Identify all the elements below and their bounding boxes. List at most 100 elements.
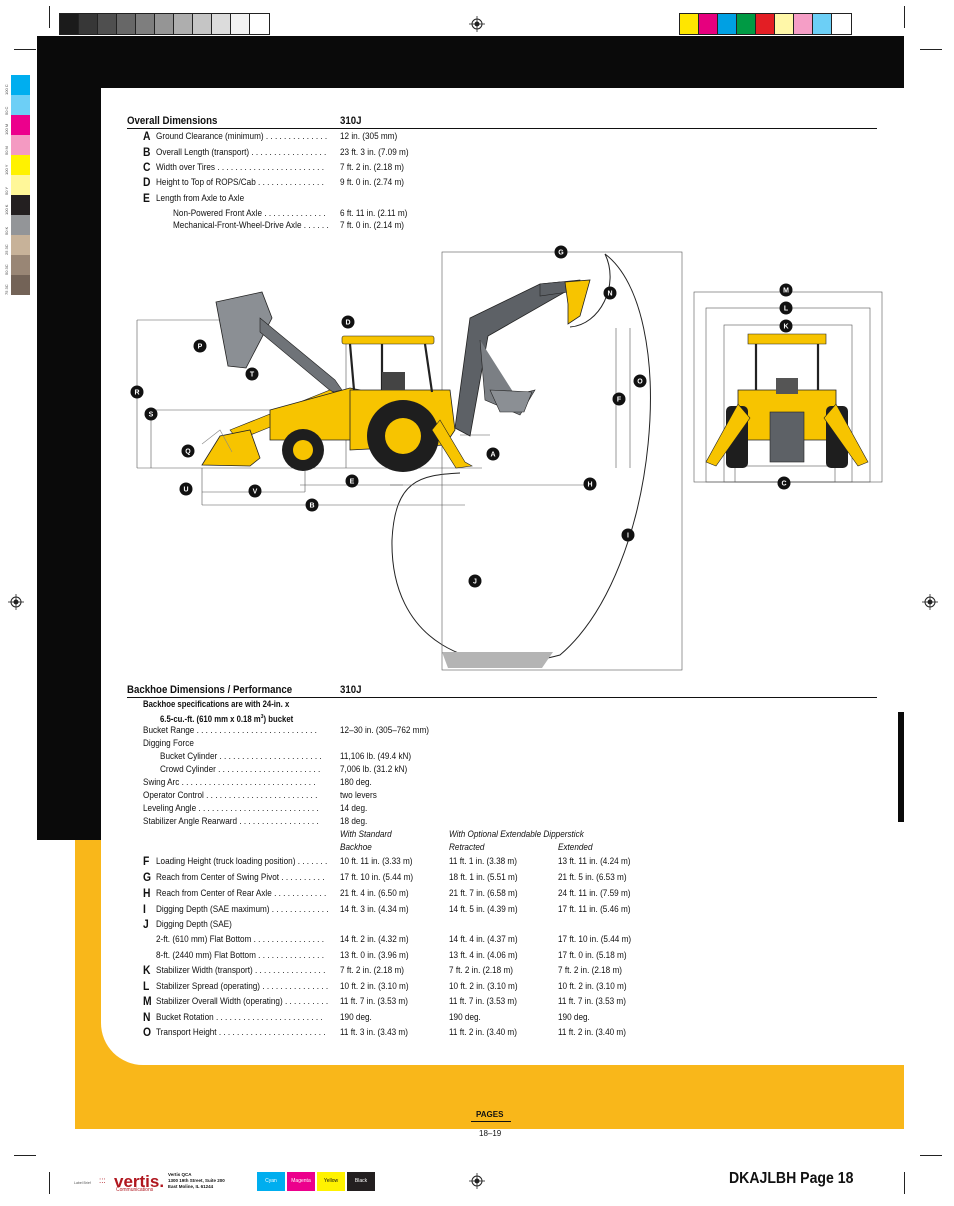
backhoe-letter: H bbox=[143, 886, 151, 900]
callout-letter: P bbox=[198, 344, 203, 351]
backhoe-value-std: 7 ft. 2 in. (2.18 m) bbox=[340, 965, 405, 976]
backhoe-note-line1: Backhoe specifications are with 24-in. x bbox=[143, 699, 290, 709]
spec-value: 14 deg. bbox=[340, 803, 368, 814]
loader-bucket-raised bbox=[215, 291, 273, 369]
side-label: 100 K bbox=[4, 204, 9, 215]
gray-swatch bbox=[174, 14, 193, 34]
gray-calibration-bar bbox=[59, 13, 270, 35]
dimension-row: Width over Tires . . . . . . . . . . . .… bbox=[156, 160, 324, 175]
spec-dots: . . . . . . . . . . . . . . . . . . . . … bbox=[217, 751, 322, 762]
cab-seat bbox=[382, 372, 405, 390]
rear-view-stabilizer-left bbox=[705, 403, 751, 467]
backhoe-value-ret: 190 deg. bbox=[449, 1012, 481, 1023]
callout-marker bbox=[181, 444, 195, 458]
backhoe-value-ext: 21 ft. 5 in. (6.53 m) bbox=[558, 872, 627, 883]
process-swatch: Yellow bbox=[317, 1172, 345, 1191]
backhoe-row: Loading Height (truck loading position) … bbox=[156, 854, 327, 869]
dimension-label: Width over Tires bbox=[156, 162, 216, 173]
dimension-dots: . . . . . . . . . . . . . . . bbox=[255, 177, 324, 188]
callout-marker bbox=[245, 367, 259, 381]
overall-model: 310J bbox=[340, 115, 362, 127]
spec-label: Stabilizer Angle Rearward bbox=[143, 816, 238, 827]
side-swatch bbox=[11, 115, 30, 135]
backhoe-rule bbox=[127, 697, 877, 698]
backhoe-label: Stabilizer Width (transport) bbox=[156, 965, 253, 976]
side-swatch bbox=[11, 155, 30, 175]
backhoe-dots: . . . . . . . . . . bbox=[279, 872, 325, 883]
color-swatch bbox=[794, 14, 813, 34]
callout-marker bbox=[130, 385, 144, 399]
callout-marker bbox=[468, 574, 482, 588]
callout-marker bbox=[305, 498, 319, 512]
front-hub bbox=[293, 440, 313, 460]
backhoe-label: Digging Depth (SAE maximum) bbox=[156, 904, 270, 915]
callout-marker bbox=[612, 392, 626, 406]
backhoe-row: Reach from Center of Rear Axle . . . . .… bbox=[156, 886, 326, 901]
spec-row: Crowd Cylinder . . . . . . . . . . . . .… bbox=[160, 762, 320, 777]
callout-marker bbox=[603, 286, 617, 300]
backhoe-row: Stabilizer Overall Width (operating) . .… bbox=[156, 994, 328, 1009]
spec-value: 180 deg. bbox=[340, 777, 372, 788]
backhoe-value-ext: 11 ft. 2 in. (3.40 m) bbox=[558, 1027, 626, 1038]
dimension-letter: A bbox=[143, 129, 151, 143]
pages-number: 18–19 bbox=[479, 1129, 502, 1138]
spec-value: 18 deg. bbox=[340, 816, 368, 827]
loader-bucket-ghost bbox=[201, 429, 233, 453]
backhoe-letter: M bbox=[143, 994, 152, 1008]
overall-rule bbox=[127, 128, 877, 129]
gray-swatch bbox=[136, 14, 155, 34]
backhoe-value-ext: 190 deg. bbox=[558, 1012, 590, 1023]
loader-arm-raised bbox=[259, 317, 343, 393]
spec-label: Operator Control bbox=[143, 790, 204, 801]
side-label: 75 3C bbox=[4, 284, 9, 295]
callout-marker bbox=[583, 477, 597, 491]
ghost-bucket bbox=[489, 389, 533, 413]
col-standard-1: With Standard bbox=[340, 829, 392, 840]
callout-marker bbox=[633, 374, 647, 388]
color-swatch bbox=[699, 14, 718, 34]
color-swatch bbox=[832, 14, 851, 34]
dimension-letter: D bbox=[143, 175, 151, 189]
side-label: 100 M bbox=[4, 123, 9, 135]
spec-label: Digging Force bbox=[143, 738, 194, 749]
color-swatch bbox=[775, 14, 794, 34]
spec-row: Digging Force bbox=[143, 736, 194, 751]
side-swatch bbox=[11, 255, 30, 275]
side-swatch bbox=[11, 75, 30, 95]
callout-marker bbox=[779, 301, 793, 315]
side-swatch bbox=[11, 215, 30, 235]
backhoe-letter: I bbox=[143, 902, 146, 916]
col-retracted: Retracted bbox=[449, 842, 485, 853]
spec-row: Leveling Angle . . . . . . . . . . . . .… bbox=[143, 801, 319, 816]
spec-dots: . . . . . . . . . . . . . . . . . . . . … bbox=[179, 777, 316, 788]
backhoe-row: 2-ft. (610 mm) Flat Bottom . . . . . . .… bbox=[156, 932, 324, 947]
process-swatch: Cyan bbox=[257, 1172, 285, 1191]
callout-letter: M bbox=[783, 288, 789, 295]
callout-marker bbox=[621, 528, 635, 542]
spec-value: 7,006 lb. (31.2 kN) bbox=[340, 764, 408, 775]
callout-letter: K bbox=[783, 324, 788, 331]
callout-marker bbox=[345, 474, 359, 488]
backhoe-value-ext: 7 ft. 2 in. (2.18 m) bbox=[558, 965, 623, 976]
backhoe-dots: . . . . . . . . . . . . . bbox=[269, 904, 329, 915]
spec-label: Swing Arc bbox=[143, 777, 180, 788]
backhoe-label: Reach from Center of Swing Pivot bbox=[156, 872, 280, 883]
callout-letter: Q bbox=[185, 449, 191, 456]
backhoe-model: 310J bbox=[340, 684, 362, 696]
backhoe-label: Stabilizer Spread (operating) bbox=[156, 981, 261, 992]
spec-row: Bucket Cylinder . . . . . . . . . . . . … bbox=[160, 749, 322, 764]
callout-letter: F bbox=[617, 397, 622, 404]
backhoe-dots: . . . . . . . . . . bbox=[282, 996, 329, 1007]
gray-swatch bbox=[250, 14, 269, 34]
backhoe-value-std: 10 ft. 2 in. (3.10 m) bbox=[340, 981, 409, 992]
backhoe-dots: . . . . . . . . . . . . bbox=[271, 888, 327, 899]
col-standard-2: Backhoe bbox=[340, 842, 372, 853]
content-panel bbox=[101, 88, 904, 1065]
backhoe-label: Stabilizer Overall Width (operating) bbox=[156, 996, 283, 1007]
spec-value: 11,106 lb. (49.4 kN) bbox=[340, 751, 412, 762]
spec-dots: . . . . . . . . . . . . . . . . . . bbox=[237, 816, 319, 827]
callout-letter: O bbox=[637, 379, 643, 386]
registration-mark-icon bbox=[469, 16, 485, 32]
side-label: 50 Y bbox=[4, 186, 9, 195]
